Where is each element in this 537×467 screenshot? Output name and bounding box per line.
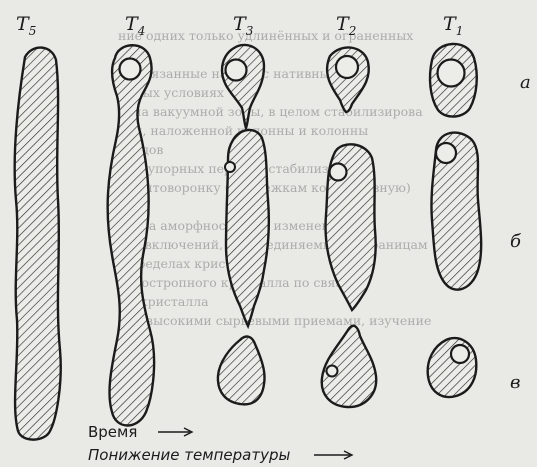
inclusion-t4 — [108, 45, 154, 425]
bubble-t1-top — [438, 60, 465, 87]
inclusion-t1-bottom — [428, 338, 477, 397]
row-label-a: а — [520, 72, 531, 93]
background-text-line: вне включений, присоединяемых по граница… — [118, 237, 428, 252]
row-label-b: б — [510, 231, 522, 252]
header-t4: T4 — [125, 13, 145, 38]
header-t3: T3 — [233, 13, 254, 38]
bubble-t2-bottom — [327, 366, 338, 377]
bubble-t2-top — [336, 56, 358, 78]
background-text-line: ние одних только удлинённых и ограненных — [118, 28, 413, 43]
background-text-line: ние высокими сырьевыми приемами, изучени… — [118, 313, 431, 328]
bubble-t1-bottom — [451, 345, 469, 363]
bubble-t3-top — [226, 60, 247, 81]
inclusion-t5 — [15, 48, 61, 440]
temperature-caption: Понижение температуры — [88, 446, 290, 464]
row-label-c: в — [510, 372, 520, 393]
header-t1: T1 — [443, 13, 463, 38]
inclusion-t3-middle — [226, 130, 269, 326]
background-text-line: дана вакуумной зоны, в целом стабилизиро… — [118, 104, 423, 119]
bubble-t1-middle — [436, 143, 456, 163]
background-text: ние одних только удлинённых и ограненных… — [118, 28, 431, 328]
captions: Время Понижение температуры — [88, 423, 352, 464]
header-t5: T5 — [16, 13, 36, 38]
header-t2: T2 — [336, 13, 356, 38]
row-labels: а б в — [510, 72, 531, 393]
bubble-t3-middle — [225, 162, 235, 172]
bubble-t2-middle — [330, 164, 347, 181]
bubble-t4 — [120, 59, 141, 80]
time-caption: Время — [88, 423, 137, 441]
inclusion-t3-bottom — [218, 337, 265, 405]
